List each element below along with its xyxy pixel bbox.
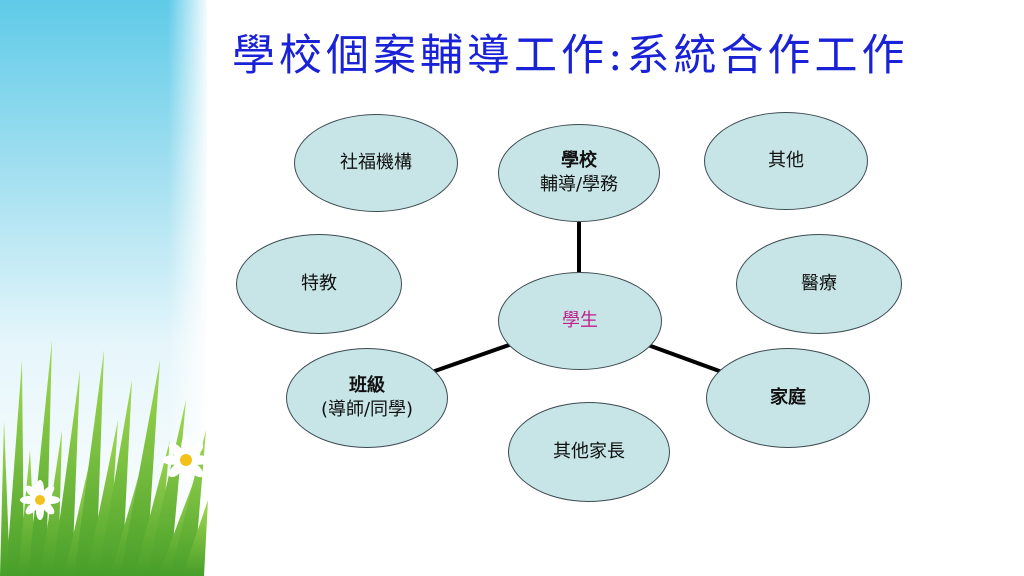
node-class-subtitle: (導師/同學) xyxy=(320,399,414,420)
node-school-title: 學校 xyxy=(561,150,597,171)
node-student-label: 學生 xyxy=(562,310,598,331)
node-class: 班級 (導師/同學) xyxy=(286,348,448,448)
connector-class xyxy=(431,342,513,374)
node-class-title: 班級 xyxy=(349,375,385,396)
node-medical-label: 醫療 xyxy=(801,273,837,294)
node-family-label: 家庭 xyxy=(770,387,806,408)
node-student: 學生 xyxy=(498,272,662,370)
connector-family xyxy=(647,343,723,374)
slide-title: 學校個案輔導工作:系統合作工作 xyxy=(232,31,909,81)
node-family: 家庭 xyxy=(706,348,870,448)
node-other-parents: 其他家長 xyxy=(508,402,670,502)
node-school-subtitle: 輔導/學務 xyxy=(539,174,619,195)
node-other-label: 其他 xyxy=(768,150,804,171)
grass xyxy=(0,340,208,576)
node-other-parents-label: 其他家長 xyxy=(553,441,625,462)
node-special-education-label: 特教 xyxy=(301,273,337,294)
node-social-welfare-label: 社福機構 xyxy=(340,152,412,173)
node-special-education: 特教 xyxy=(236,234,402,334)
node-school: 學校 輔導/學務 xyxy=(498,124,660,222)
node-social-welfare: 社福機構 xyxy=(294,114,458,212)
daisy-flower xyxy=(20,480,60,520)
daisy-flower xyxy=(162,436,210,484)
sky-grass-background xyxy=(0,0,210,576)
node-medical: 醫療 xyxy=(736,234,902,334)
node-other: 其他 xyxy=(704,112,868,210)
